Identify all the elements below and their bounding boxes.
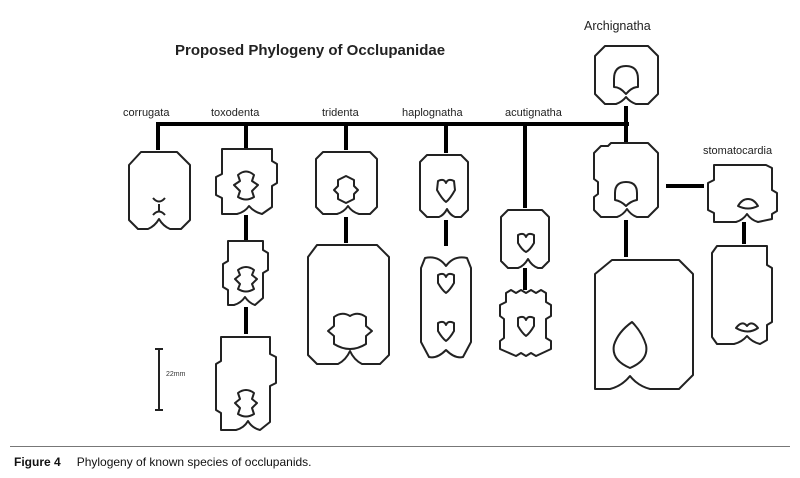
scale-bar: [155, 348, 163, 411]
specimen-acutignatha-1: [500, 209, 550, 269]
taxon-label-toxodenta: toxodenta: [211, 107, 260, 119]
figure-label: Figure 4: [14, 455, 61, 469]
specimen-archignatha-top: [594, 45, 659, 105]
specimen-tridenta-2: [307, 244, 390, 365]
specimen-stomatocardia-1: [707, 164, 778, 223]
caption-text: Phylogeny of known species of occlupanid…: [76, 455, 312, 469]
taxon-label-archignatha: Archignatha: [584, 19, 651, 33]
diagram-title: Proposed Phylogeny of Occlupanidae: [175, 42, 446, 59]
specimen-haplognatha-1: [419, 154, 469, 218]
specimen-archignatha-bottom: [594, 259, 694, 390]
specimen-toxodenta-1: [215, 148, 278, 215]
taxon-label-corrugata: corrugata: [123, 107, 170, 119]
specimen-corrugata: [128, 151, 191, 230]
specimens: [128, 45, 778, 431]
specimen-toxodenta-2: [222, 240, 269, 306]
figure-caption: Figure 4 Phylogeny of known species of oc…: [14, 455, 312, 469]
taxon-label-haplognatha: haplognatha: [402, 107, 463, 119]
taxon-label-acutignatha: acutignatha: [505, 107, 562, 119]
tree-edges: [156, 106, 746, 334]
caption-divider: [10, 446, 790, 447]
specimen-stomatocardia-2: [711, 245, 773, 345]
taxon-label-stomatocardia: stomatocardia: [703, 145, 773, 157]
specimen-haplognatha-2: [420, 256, 472, 359]
specimen-acutignatha-2: [499, 289, 552, 357]
taxon-label-tridenta: tridenta: [322, 107, 359, 119]
scale-bar-label: 22mm: [166, 371, 186, 378]
specimen-toxodenta-3: [215, 336, 277, 431]
specimen-archignatha-middle: [593, 142, 659, 218]
specimen-tridenta-1: [315, 151, 378, 215]
